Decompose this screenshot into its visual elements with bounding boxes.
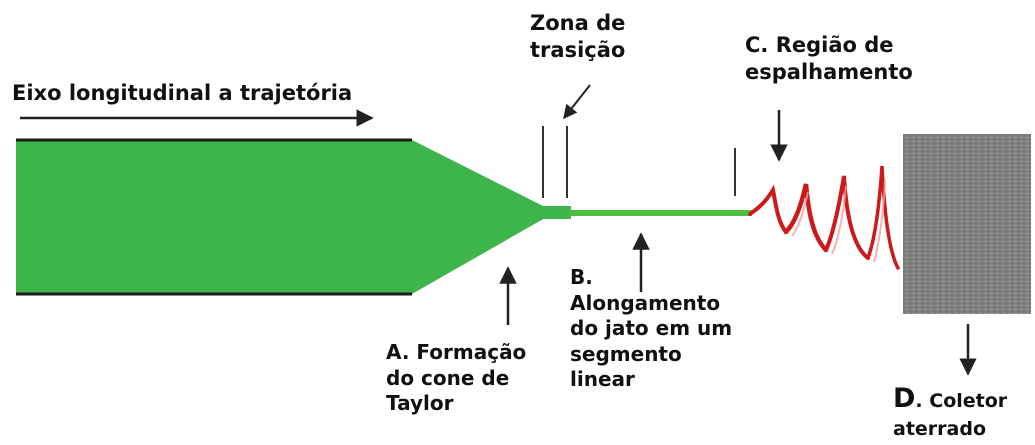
taylor-cone xyxy=(16,140,545,294)
grounded-collector xyxy=(903,134,1031,314)
transition-segment xyxy=(543,206,571,219)
transition-pointer xyxy=(563,84,591,120)
transition-zone-label: Zona de trasição xyxy=(530,11,626,62)
taylor-cone-letter: A. xyxy=(386,340,410,364)
elongation-letter: B. xyxy=(570,265,593,289)
taylor-cone-text: Formação do cone de Taylor xyxy=(386,340,527,416)
collector-letter: D xyxy=(893,383,916,414)
collector-text: . Coletor aterrado xyxy=(893,390,1008,440)
whipping-jet xyxy=(748,165,900,270)
elongation-label: B. Alongamento do jato em um segmento li… xyxy=(570,265,732,393)
taylor-cone-label: A. Formação do cone de Taylor xyxy=(386,340,526,417)
spreading-region-label: C. Região de espalhamento xyxy=(745,32,913,86)
elongation-text: Alongamento do jato em um segmento linea… xyxy=(570,290,733,392)
whipping-jet-shadow xyxy=(791,179,886,263)
collector-label: D. Coletor aterrado xyxy=(893,382,1007,441)
spreading-region-letter: C. xyxy=(745,33,769,57)
axis-label: Eixo longitudinal a trajetória xyxy=(12,81,353,105)
spreading-region-text: Região de espalhamento xyxy=(745,33,913,84)
linear-jet xyxy=(569,210,752,216)
